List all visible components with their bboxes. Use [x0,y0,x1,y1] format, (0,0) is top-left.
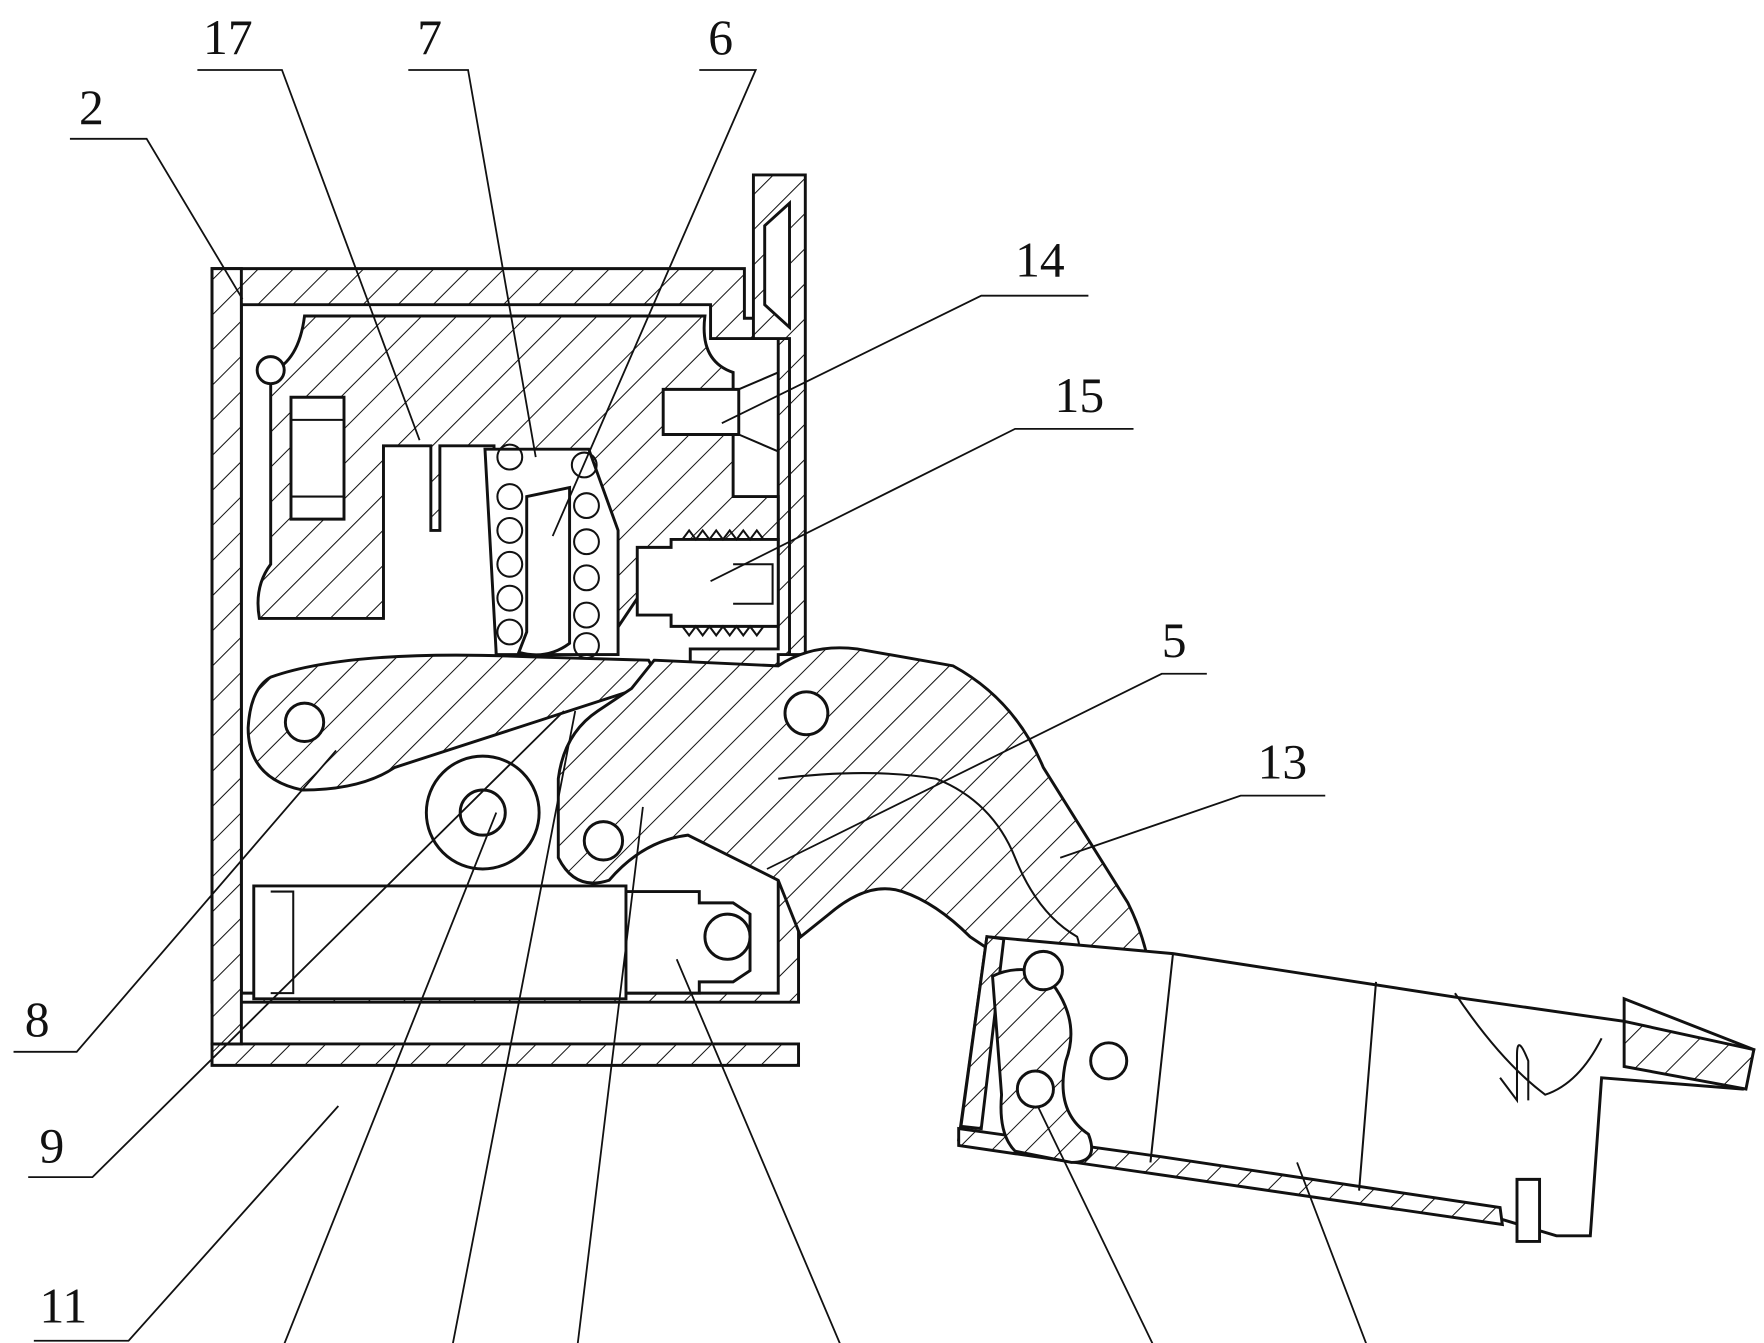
leader-5 [766,672,1207,870]
leader-9 [28,710,565,1179]
adjusting-screw-part-15 [635,528,780,638]
leader-7 [408,69,537,458]
hinge-cup-part-1 [957,935,1756,1243]
leader-15 [710,427,1134,583]
part-labels: 2 17 7 6 14 15 5 13 8 9 11 10 4 3 12 18 … [25,10,1308,1334]
label-13: 13 [1258,735,1308,790]
plunger-part-6 [516,485,572,657]
mounting-plate [751,173,807,657]
label-5: 5 [1162,613,1187,668]
damper-part-11 [252,884,628,1001]
label-17: 17 [203,10,253,65]
piston-rod-part-12 [624,890,752,995]
leader-8 [13,749,337,1053]
label-11: 11 [39,1279,87,1334]
label-9: 9 [39,1118,64,1173]
leader-11 [33,1105,340,1342]
leader-1 [1296,1162,1367,1343]
leader-3 [576,806,644,1343]
label-15: 15 [1055,368,1105,423]
leader-13 [1059,794,1326,859]
leader-12 [675,958,841,1343]
leader-6 [551,69,758,537]
leader-18 [1036,1105,1154,1343]
label-14: 14 [1015,232,1065,287]
leader-lines [13,69,1367,1343]
leader-4 [452,710,577,1343]
leader-2 [69,137,244,300]
label-6: 6 [708,10,733,65]
label-8: 8 [25,992,50,1047]
leader-10 [283,812,498,1343]
label-7: 7 [417,10,442,65]
label-2: 2 [79,80,104,135]
link-part-18 [990,949,1129,1164]
leader-17 [197,69,421,441]
link-part-8 [246,653,654,792]
pivot-part-10 [424,754,541,871]
leader-14 [721,294,1089,425]
